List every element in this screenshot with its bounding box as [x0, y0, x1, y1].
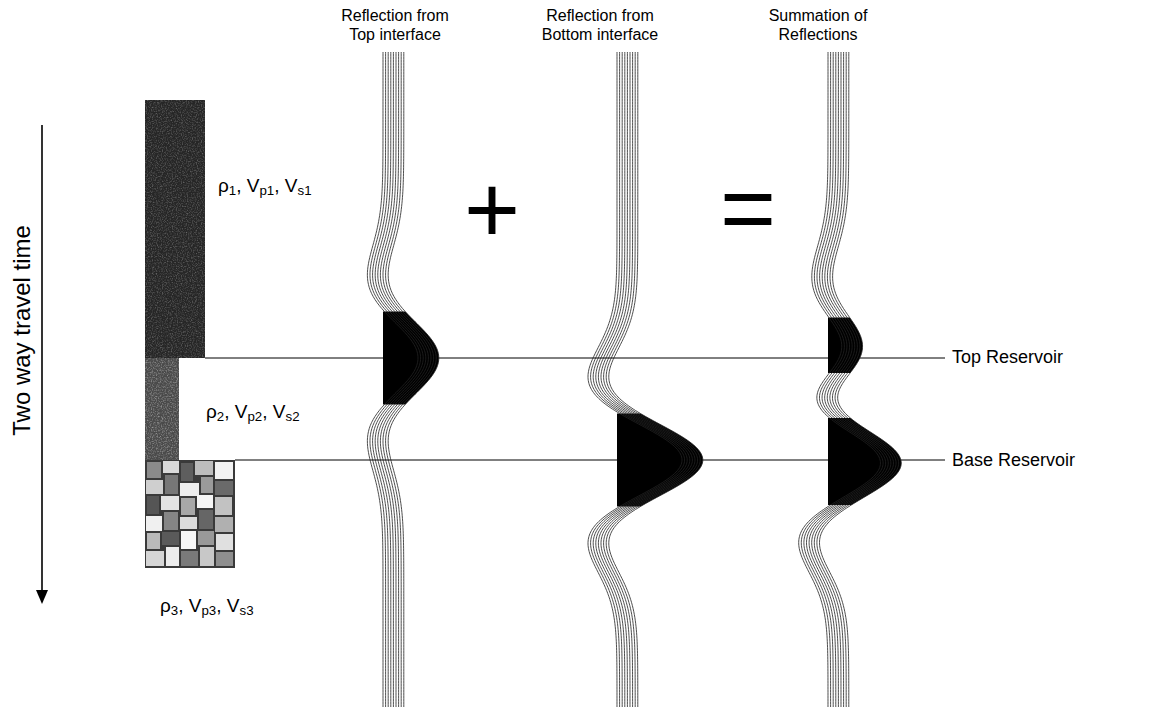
- trace-line: [598, 52, 692, 707]
- trace-line: [593, 52, 687, 707]
- trace-line: [606, 52, 700, 707]
- layer-properties: ρ1, Vp1, Vs1: [218, 175, 312, 198]
- layer-1-texture: [145, 100, 205, 358]
- trace-line: [604, 52, 698, 707]
- horizon-label: Base Reservoir: [952, 450, 1075, 472]
- layer-2-texture: [145, 358, 179, 460]
- trace-line: [388, 52, 439, 707]
- plus-sign: +: [464, 162, 520, 258]
- trace-line: [820, 52, 902, 707]
- trace-line: [601, 52, 695, 707]
- equals-sign: =: [720, 160, 776, 256]
- horizon-label: Top Reservoir: [952, 347, 1063, 369]
- trace-line: [609, 52, 703, 707]
- trace-line: [807, 52, 889, 707]
- layer-properties: ρ3, Vp3, Vs3: [160, 595, 254, 618]
- trace-line: [809, 52, 891, 707]
- trace-line: [367, 52, 418, 707]
- trace-line: [373, 52, 424, 707]
- trace-heading: Summation of Reflections: [754, 6, 883, 44]
- trace-line: [804, 52, 886, 707]
- arrow-head: [36, 590, 48, 604]
- trace-line: [383, 52, 434, 707]
- layer-3-mosaic: [145, 460, 235, 568]
- trace-line: [799, 52, 881, 707]
- trace-line: [380, 52, 431, 707]
- layer-2: [145, 358, 179, 460]
- trace-line: [801, 52, 883, 707]
- trace-line: [386, 52, 437, 707]
- time-arrow: [41, 125, 43, 598]
- wiggle-traces: [367, 52, 901, 707]
- trace-line: [814, 52, 896, 707]
- trace-heading: Reflection from Top interface: [331, 6, 460, 44]
- layer-1: [145, 100, 205, 358]
- layer-properties: ρ2, Vp2, Vs2: [206, 401, 300, 424]
- axis-label: Two way travel time: [8, 225, 37, 436]
- trace-line: [375, 52, 426, 707]
- trace-heading: Reflection from Bottom interface: [536, 6, 665, 44]
- trace-line: [812, 52, 894, 707]
- trace-line: [596, 52, 690, 707]
- trace-line: [817, 52, 899, 707]
- trace-line: [370, 52, 421, 707]
- positive-lobe-fill: [828, 318, 901, 506]
- trace-line: [378, 52, 429, 707]
